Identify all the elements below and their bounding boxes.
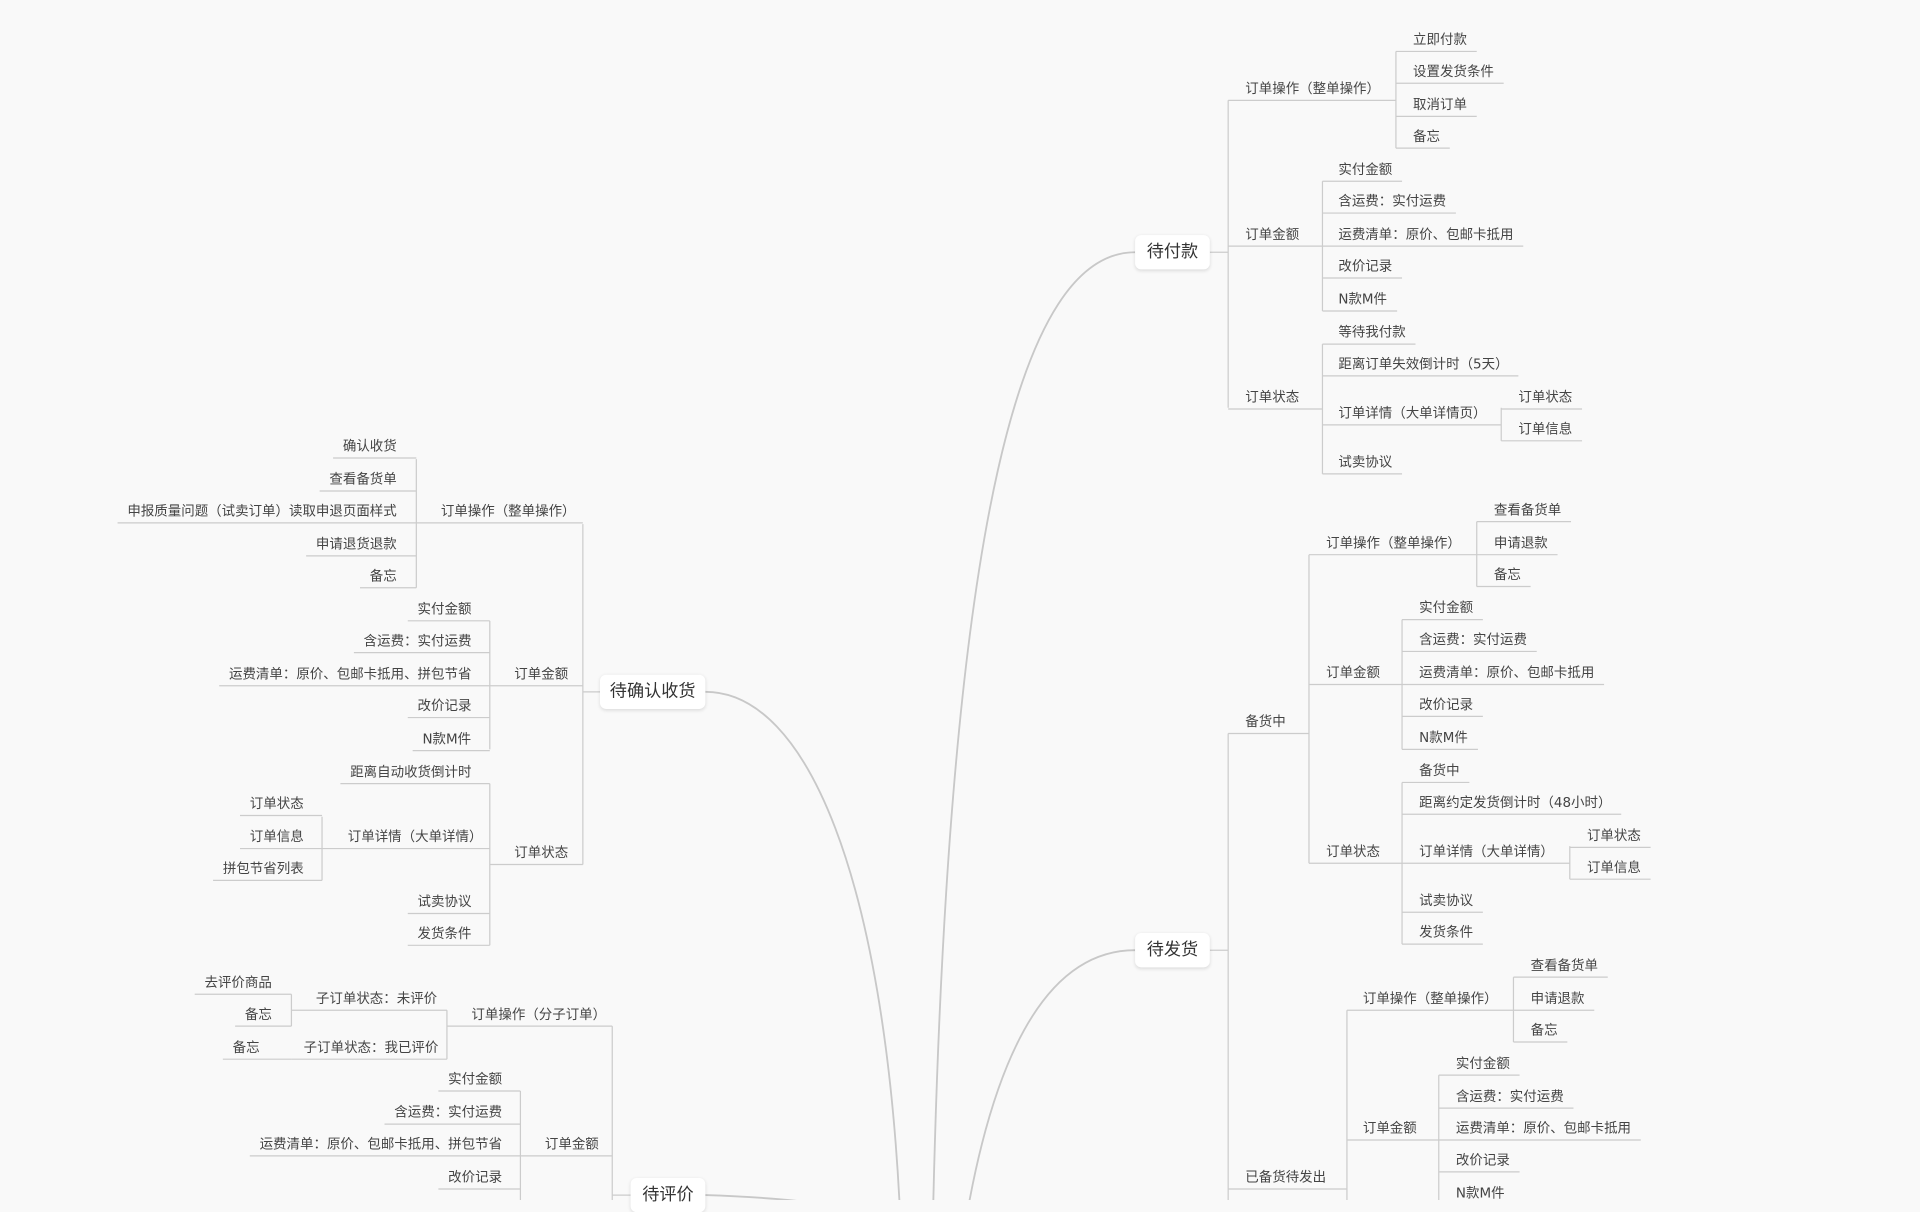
mindmap-node[interactable]: 备忘 bbox=[244, 1006, 272, 1023]
mindmap-node[interactable]: 申请退款 bbox=[1493, 535, 1548, 552]
mindmap-node[interactable]: 实付金额 bbox=[1419, 600, 1474, 616]
mindmap-node[interactable]: 运费清单：原价、包邮卡抵用、拼包节省 bbox=[228, 666, 472, 683]
mindmap-node[interactable]: 拼包节省列表 bbox=[222, 860, 304, 877]
mindmap-node[interactable]: 运费清单：原价、包邮卡抵用 bbox=[1338, 226, 1514, 243]
mindmap-node[interactable]: 备货中 bbox=[1245, 713, 1286, 730]
mindmap-node[interactable]: 含运费：实付运费 bbox=[394, 1104, 503, 1121]
mindmap-node[interactable]: 试卖协议 bbox=[1338, 454, 1393, 471]
mindmap-node[interactable]: 试卖协议 bbox=[417, 893, 472, 910]
mindmap-node[interactable]: 备忘 bbox=[1493, 566, 1521, 583]
mindmap-node[interactable]: 订单操作（整单操作） bbox=[1362, 990, 1498, 1007]
mindmap-node[interactable]: 订单操作（分子订单） bbox=[471, 1006, 607, 1023]
mindmap-node[interactable]: 去评价商品 bbox=[204, 974, 272, 991]
mindmap-node[interactable]: 订单金额 bbox=[514, 666, 569, 683]
mindmap-node[interactable]: 发货条件 bbox=[417, 925, 472, 942]
mindmap-node[interactable]: 实付金额 bbox=[1338, 161, 1393, 178]
mindmap-node[interactable]: 距离约定发货倒计时（48小时） bbox=[1419, 794, 1612, 811]
mindmap-node[interactable]: 订单状态 bbox=[1586, 827, 1641, 844]
mindmap-node[interactable]: 距离自动收货倒计时 bbox=[350, 764, 472, 781]
main-branch-curve bbox=[705, 690, 901, 1201]
main-branch-curve bbox=[968, 949, 1136, 1201]
mindmap-node[interactable]: 订单详情（大单详情页） bbox=[1338, 405, 1487, 422]
topic-node[interactable]: 待评价 bbox=[630, 1177, 706, 1212]
mindmap-node[interactable]: 子订单状态：我已评价 bbox=[303, 1039, 439, 1056]
mindmap-node[interactable]: 订单状态 bbox=[1245, 389, 1300, 406]
mindmap-node[interactable]: N款M件 bbox=[1419, 729, 1468, 746]
mindmap-node[interactable]: 订单状态 bbox=[249, 795, 304, 812]
mindmap-node[interactable]: 含运费：实付运费 bbox=[1419, 631, 1527, 648]
mindmap-node[interactable]: 改价记录 bbox=[448, 1169, 503, 1186]
mindmap-node[interactable]: 含运费：实付运费 bbox=[1455, 1088, 1564, 1105]
mindmap-node[interactable]: 订单状态 bbox=[514, 844, 569, 861]
mindmap-node[interactable]: 含运费：实付运费 bbox=[363, 633, 472, 649]
mindmap-node[interactable]: 订单状态 bbox=[1518, 389, 1573, 406]
mindmap-node[interactable]: 改价记录 bbox=[1455, 1152, 1510, 1169]
mindmap-node[interactable]: 订单金额 bbox=[544, 1136, 599, 1153]
mindmap-node[interactable]: 运费清单：原价、包邮卡抵用 bbox=[1455, 1120, 1632, 1137]
mindmap-node[interactable]: 订单详情（大单详情） bbox=[347, 828, 483, 845]
mindmap-node[interactable]: 改价记录 bbox=[417, 697, 472, 714]
mindmap-node[interactable]: 查看备货单 bbox=[1530, 957, 1598, 974]
mindmap-node[interactable]: 运费清单：原价、包邮卡抵用 bbox=[1419, 664, 1595, 681]
mindmap-node[interactable]: 已备货待发出 bbox=[1245, 1169, 1327, 1186]
mindmap-node[interactable]: 订单金额 bbox=[1326, 664, 1381, 681]
mindmap-node[interactable]: 申请退款 bbox=[1530, 990, 1585, 1007]
mindmap-node[interactable]: 备忘 bbox=[1413, 128, 1441, 145]
mindmap-node[interactable]: 订单信息 bbox=[1586, 859, 1641, 876]
mindmap-node[interactable]: 订单金额 bbox=[1245, 226, 1300, 243]
mindmap-node[interactable]: 订单信息 bbox=[1518, 421, 1573, 438]
mindmap-node[interactable]: 备忘 bbox=[1530, 1022, 1558, 1039]
topic-node[interactable]: 待发货 bbox=[1135, 933, 1210, 968]
mindmap-node[interactable]: 订单金额 bbox=[1362, 1120, 1417, 1137]
mindmap-node[interactable]: 订单详情（大单详情） bbox=[1419, 843, 1554, 860]
mindmap-node[interactable]: 改价记录 bbox=[1338, 258, 1393, 275]
mindmap-node[interactable]: 申报质量问题（试卖订单）读取申退页面样式 bbox=[127, 503, 397, 520]
mindmap-node[interactable]: 试卖协议 bbox=[1419, 892, 1474, 909]
mindmap-node[interactable]: 子订单状态：未评价 bbox=[315, 990, 438, 1007]
main-branch-curve bbox=[705, 1194, 797, 1201]
mindmap-node[interactable]: 查看备货单 bbox=[1493, 502, 1562, 518]
mindmap-node[interactable]: 备忘 bbox=[369, 568, 397, 585]
mindmap-node[interactable]: 实付金额 bbox=[417, 601, 472, 618]
mindmap-node[interactable]: 取消订单 bbox=[1413, 96, 1467, 113]
topic-node[interactable]: 待付款 bbox=[1135, 235, 1210, 270]
main-branch-curve bbox=[932, 251, 1136, 1201]
mindmap-node[interactable]: 备货中 bbox=[1419, 762, 1460, 779]
mindmap-node[interactable]: 实付金额 bbox=[448, 1071, 503, 1088]
mindmap-node[interactable]: 查看备货单 bbox=[329, 471, 397, 488]
mindmap-node[interactable]: 改价记录 bbox=[1419, 696, 1474, 713]
mindmap-node[interactable]: 申请退货退款 bbox=[315, 536, 397, 553]
mindmap-node[interactable]: 立即付款 bbox=[1413, 31, 1467, 48]
mindmap-node[interactable]: 含运费：实付运费 bbox=[1338, 193, 1447, 210]
mindmap-node[interactable]: 备忘 bbox=[232, 1039, 260, 1056]
mindmap-node[interactable]: 运费清单：原价、包邮卡抵用、拼包节省 bbox=[259, 1136, 503, 1153]
mindmap-node[interactable]: N款M件 bbox=[422, 731, 472, 747]
topic-node[interactable]: 待确认收货 bbox=[600, 674, 706, 709]
mindmap-node[interactable]: 实付金额 bbox=[1455, 1055, 1510, 1072]
mindmap-node[interactable]: 订单操作（整单操作） bbox=[1245, 80, 1381, 97]
mindmap-node[interactable]: 订单信息 bbox=[249, 828, 304, 845]
mindmap-node[interactable]: 订单操作（整单操作） bbox=[440, 503, 576, 520]
mindmap-node[interactable]: 发货条件 bbox=[1419, 924, 1474, 941]
mindmap-node[interactable]: 等待我付款 bbox=[1338, 324, 1406, 341]
mindmap-node[interactable]: 订单状态 bbox=[1326, 843, 1381, 860]
mindmap-node[interactable]: 确认收货 bbox=[342, 438, 397, 455]
mindmap-node[interactable]: 订单操作（整单操作） bbox=[1326, 535, 1461, 552]
mindmap-node[interactable]: N款M件 bbox=[1338, 291, 1388, 308]
mindmap-node[interactable]: 距离订单失效倒计时（5天） bbox=[1338, 356, 1509, 373]
mindmap-node[interactable]: N款M件 bbox=[1455, 1185, 1505, 1202]
mindmap-node[interactable]: 设置发货条件 bbox=[1413, 63, 1494, 80]
